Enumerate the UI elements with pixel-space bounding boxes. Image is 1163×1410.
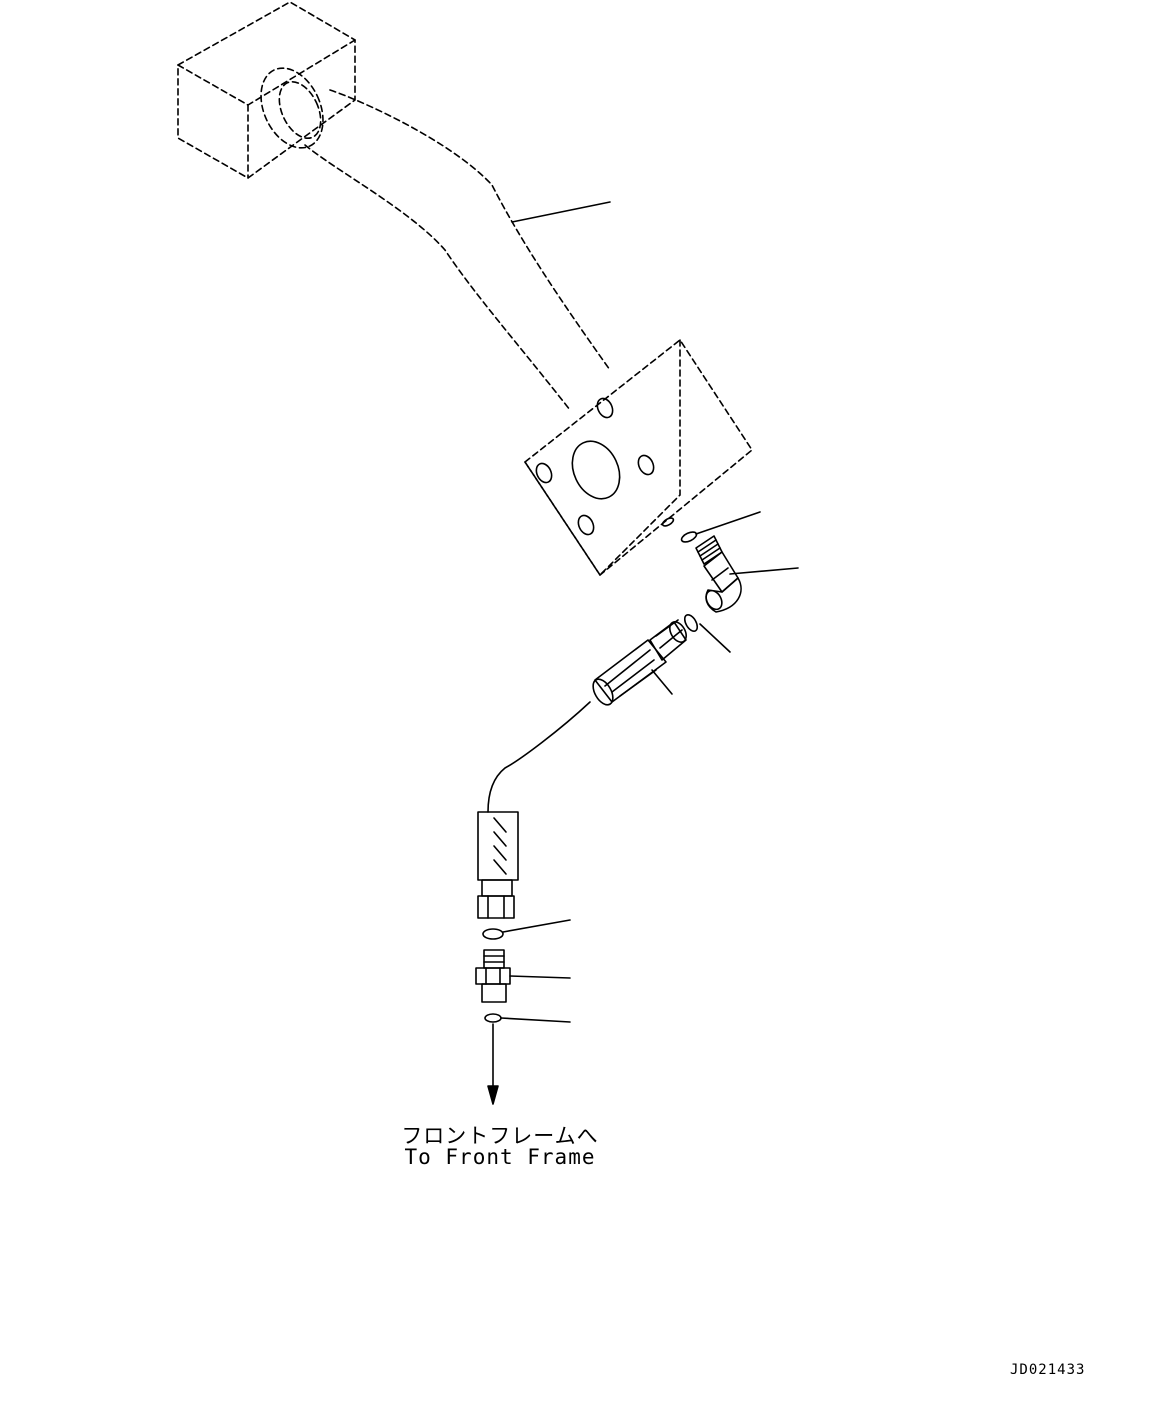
fitting-port-icon xyxy=(661,517,675,527)
o-ring-icon xyxy=(683,614,699,632)
lower-block xyxy=(524,339,753,576)
leader-line-hose xyxy=(651,669,673,695)
bolt-hole-icon xyxy=(577,514,595,536)
leader-line-o-ring-middle xyxy=(699,623,731,653)
port-hole-icon xyxy=(571,440,621,500)
o-ring-icon xyxy=(680,531,698,543)
leader-line-elbow xyxy=(729,567,799,575)
bolt-hole-icon xyxy=(596,397,614,419)
leader-lines xyxy=(500,201,799,1023)
tube xyxy=(304,89,611,411)
o-ring-icon xyxy=(482,928,504,940)
leader-line-o-ring-upper xyxy=(695,511,761,535)
upper-block xyxy=(177,1,356,179)
bolt-hole-icon xyxy=(637,454,655,476)
lower-hose-fitting xyxy=(477,811,519,919)
arrow-down-icon xyxy=(487,1023,499,1105)
bolt-hole-icon xyxy=(535,462,553,484)
destination-label-japanese: フロントフレームへ xyxy=(401,1124,599,1148)
leader-line-connector xyxy=(509,975,571,979)
destination-label-english: To Front Frame xyxy=(404,1145,596,1169)
hose-end-fitting xyxy=(592,619,687,706)
elbow-fitting xyxy=(695,535,742,613)
drawing-id: JD021433 xyxy=(1010,1362,1086,1378)
hose xyxy=(487,701,591,813)
leader-line-o-ring-bottom xyxy=(500,1017,571,1023)
leader-line-o-ring-lower xyxy=(502,919,571,933)
connector xyxy=(475,949,511,1003)
o-ring-icon xyxy=(484,1013,502,1023)
leader-line-tube xyxy=(511,201,611,223)
